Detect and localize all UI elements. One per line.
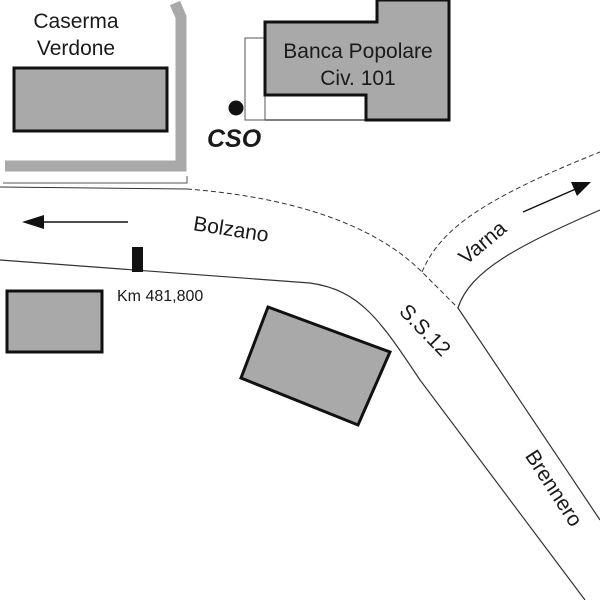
- perimeter-wall: [5, 0, 187, 172]
- label-bolzano: Bolzano: [192, 212, 271, 247]
- label-banca-1: Banca Popolare: [283, 40, 432, 63]
- label-banca-2: Civ. 101: [320, 67, 395, 90]
- label-cso: CSO: [207, 125, 262, 153]
- ss12-edge-right: [457, 307, 600, 521]
- road-edge-top: [0, 186, 188, 190]
- wall-thin-line: [3, 176, 188, 184]
- building-left: [5, 289, 104, 354]
- varna-edge-upper: [421, 151, 600, 273]
- varna-edge-lower: [457, 209, 600, 309]
- building-caserma-verdone: [12, 66, 169, 133]
- km-marker-icon: [132, 247, 143, 272]
- label-ss12: S.S.12: [395, 300, 455, 361]
- banca-annex: [244, 37, 266, 121]
- road-edge-bottom: [0, 259, 586, 600]
- label-varna: Varna: [455, 216, 512, 269]
- building-banca-popolare: [263, 0, 451, 122]
- label-caserma-1: Caserma: [33, 10, 119, 33]
- cso-dot-icon: [228, 100, 244, 116]
- label-caserma-2: Verdone: [37, 37, 115, 60]
- label-km: Km 481,800: [117, 288, 203, 305]
- building-center: [239, 305, 393, 427]
- road-edge-top-dashed: [186, 188, 459, 309]
- arrow-right-icon: [522, 182, 591, 213]
- arrow-left-icon: [22, 215, 128, 229]
- label-brennero: Brennero: [520, 446, 586, 531]
